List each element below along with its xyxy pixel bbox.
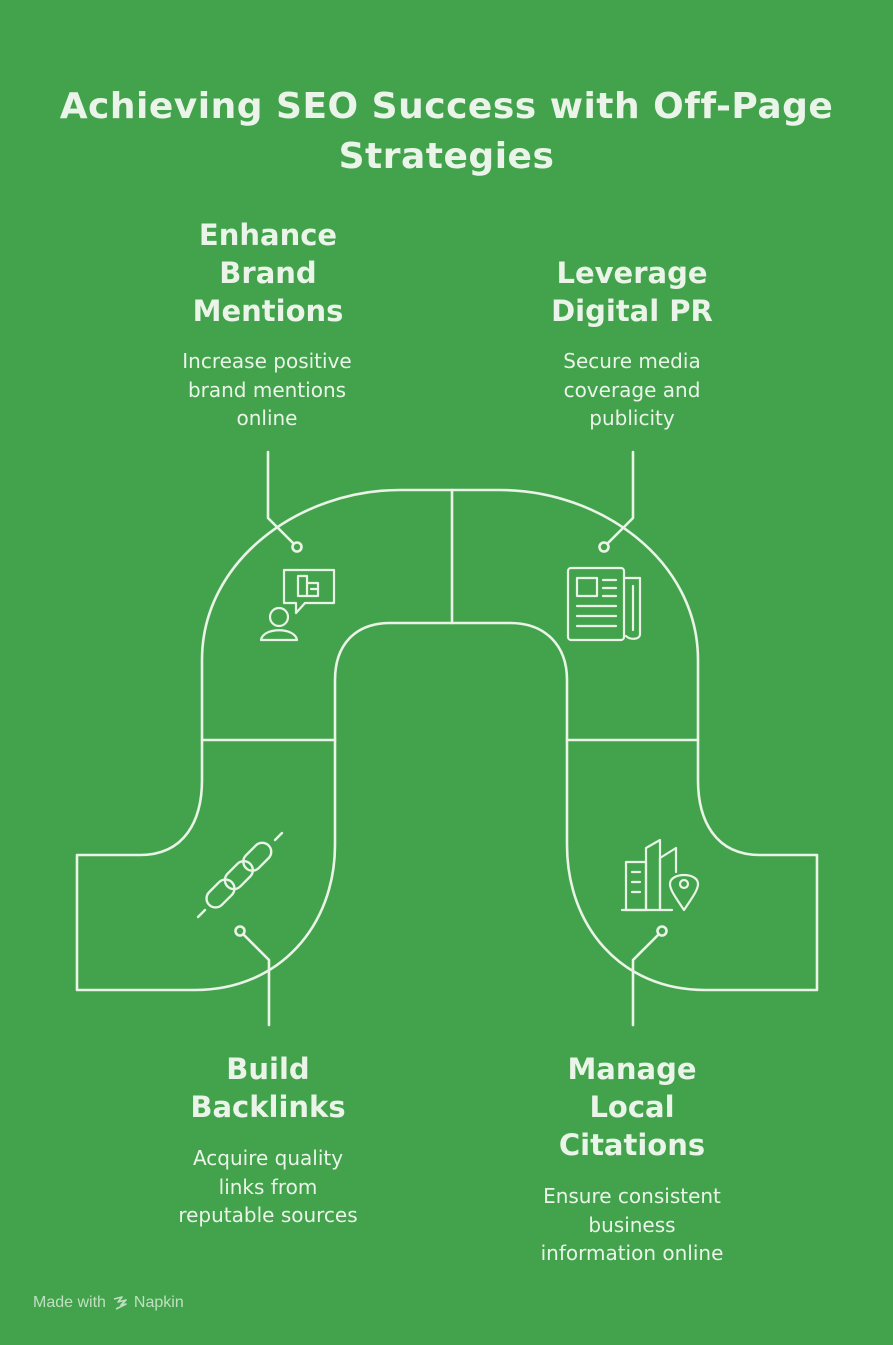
heading-line: Digital PR (551, 294, 713, 328)
description-line: Acquire quality (192, 1146, 344, 1170)
description-line: links from (218, 1174, 318, 1199)
heading-line: Brand (219, 256, 317, 290)
description-line: Secure media (563, 349, 701, 373)
heading-line: Citations (558, 1128, 706, 1162)
heading-line: Enhance (198, 218, 338, 252)
heading-line: Backlinks (190, 1090, 346, 1124)
newspaper-icon (566, 566, 642, 642)
digital-pr-heading: Leverage Digital PR (512, 254, 752, 330)
description-line: online (236, 406, 298, 430)
digital-pr-description: Secure media coverage and publicity (500, 347, 764, 433)
heading-line: Mentions (192, 294, 344, 328)
heading-line: Manage (567, 1052, 697, 1086)
title-line-1: Achieving SEO Success with Off-Page (59, 86, 834, 127)
napkin-logo-icon (113, 1296, 127, 1310)
description-line: brand mentions (187, 377, 347, 402)
connector-digital-pr (598, 450, 635, 553)
chain-link-icon (196, 831, 284, 919)
connector-backlinks (234, 925, 271, 1027)
description-line: business (588, 1212, 676, 1237)
brand-mentions-heading: Enhance Brand Mentions (148, 216, 388, 330)
description-line: coverage and (563, 377, 701, 402)
description-line: reputable sources (178, 1203, 358, 1227)
local-citations-heading: Manage Local Citations (512, 1050, 752, 1164)
made-with-napkin-footer[interactable]: Made with Napkin (33, 1294, 184, 1312)
connector-local-citations (631, 925, 668, 1027)
backlinks-heading: Build Backlinks (148, 1050, 388, 1126)
speech-bubble-person-icon (259, 568, 336, 642)
title-line-2: Strategies (338, 136, 555, 177)
arch-outer-outline (75, 488, 819, 992)
description-line: Increase positive (182, 349, 352, 373)
backlinks-description: Acquire quality links from reputable sou… (128, 1144, 408, 1230)
heading-line: Local (589, 1090, 675, 1124)
description-line: publicity (589, 406, 675, 430)
local-citations-description: Ensure consistent business information o… (488, 1182, 776, 1268)
brand-mentions-description: Increase positive brand mentions online (134, 347, 400, 433)
description-line: Ensure consistent (543, 1184, 721, 1208)
heading-line: Leverage (556, 256, 708, 290)
description-line: information online (540, 1241, 724, 1265)
connector-brand-mentions (266, 450, 303, 553)
page-title: Achieving SEO Success with Off-Page Stra… (40, 82, 853, 182)
napkin-brand-label: Napkin (133, 1294, 184, 1311)
made-with-label: Made with (33, 1294, 106, 1311)
buildings-location-pin-icon (620, 838, 700, 912)
heading-line: Build (226, 1052, 310, 1086)
